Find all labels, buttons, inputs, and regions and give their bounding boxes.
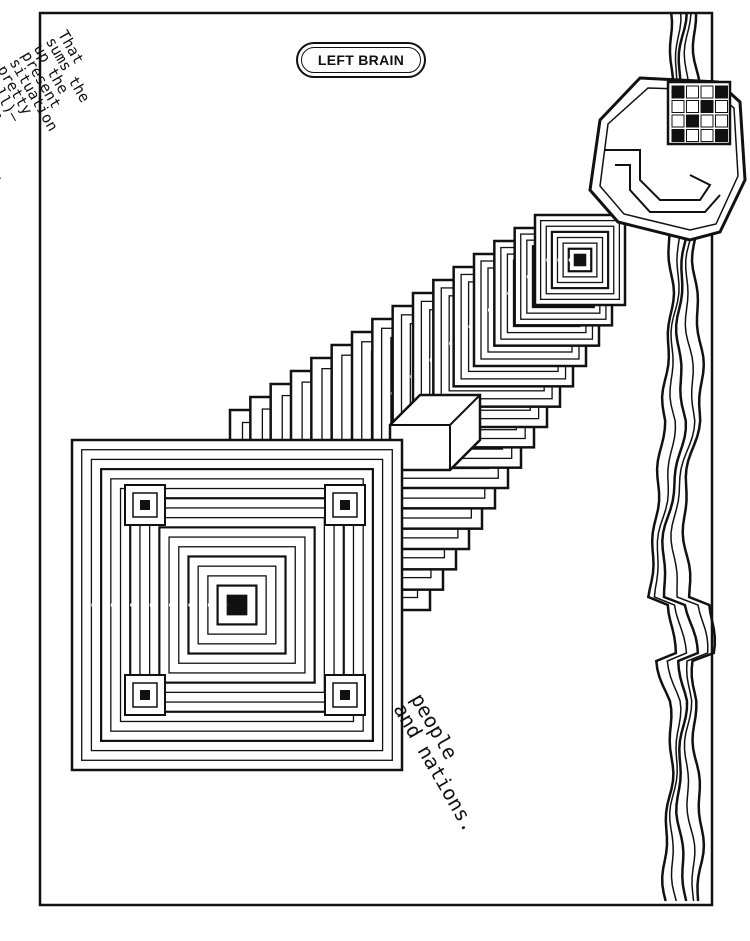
chip-grid-cell (700, 100, 714, 113)
chip-grid-cell (715, 129, 728, 142)
corner-square-core (140, 690, 150, 700)
maze-ring (158, 526, 316, 684)
brain-chip (588, 76, 747, 242)
maze-ring (216, 584, 258, 626)
corner-square-core (140, 500, 150, 510)
chip-grid-cell (686, 85, 699, 99)
maze-ring (119, 487, 355, 723)
corner-square-inner (332, 682, 358, 708)
maze-ring (81, 449, 393, 761)
maze-block-large (70, 438, 404, 772)
chip-grid-cell (686, 129, 699, 142)
chip-grid-cell (700, 114, 714, 128)
chip-grid-cell (700, 85, 714, 99)
chip-grid-cell (715, 100, 728, 113)
maze-ring (178, 546, 296, 664)
chip-grid-cell (671, 85, 685, 99)
chip-trace (605, 149, 712, 201)
corner-square-inner (132, 492, 158, 518)
maze-ring (562, 242, 598, 278)
page-border (38, 11, 714, 907)
corner-square (124, 484, 166, 526)
maze-core (574, 254, 586, 266)
maze-ring (100, 468, 374, 742)
chip-grid-cell (686, 114, 699, 128)
corner-square-inner (132, 682, 158, 708)
chip-grid-cell (671, 100, 685, 113)
maze-ring (550, 230, 610, 290)
chip-grid-cell (671, 129, 685, 142)
maze-ring (139, 507, 335, 703)
chip-grid-cell (715, 114, 728, 128)
maze-core (227, 595, 247, 615)
chip-grid-cell (671, 114, 685, 128)
left-brain-badge: LEFT BRAIN (296, 42, 426, 78)
chip-trace (615, 164, 721, 213)
maze-ring (197, 565, 277, 645)
corner-square-inner (332, 492, 358, 518)
chip-grid-cell (700, 129, 714, 142)
left-brain-label: LEFT BRAIN (317, 52, 405, 68)
corner-square (324, 484, 366, 526)
corner-square-core (340, 500, 350, 510)
maze-trail (228, 213, 627, 612)
chip-grid-cell (715, 85, 728, 99)
maze-ring (539, 219, 621, 301)
chip-grid-cell (686, 100, 699, 113)
corner-square-core (340, 690, 350, 700)
